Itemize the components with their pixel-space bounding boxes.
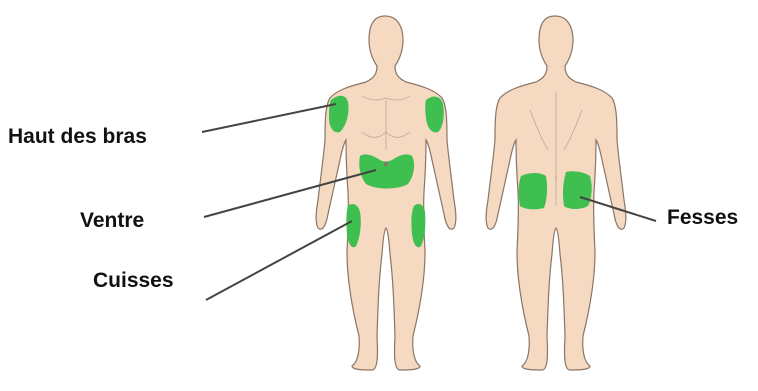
back-left-buttock-zone xyxy=(519,173,547,209)
thighs-label: Cuisses xyxy=(93,270,174,291)
buttocks-label: Fesses xyxy=(667,207,738,228)
upper-arms-pointer-line xyxy=(202,104,336,132)
thighs-pointer-line xyxy=(206,221,352,300)
upper-arms-label: Haut des bras xyxy=(8,126,147,147)
back-body-figure xyxy=(486,16,626,370)
front-body-silhouette xyxy=(316,16,456,370)
abdomen-label: Ventre xyxy=(80,210,144,231)
back-right-buttock-zone xyxy=(563,171,592,209)
front-body-figure xyxy=(316,16,456,370)
navel-dot xyxy=(384,162,388,166)
